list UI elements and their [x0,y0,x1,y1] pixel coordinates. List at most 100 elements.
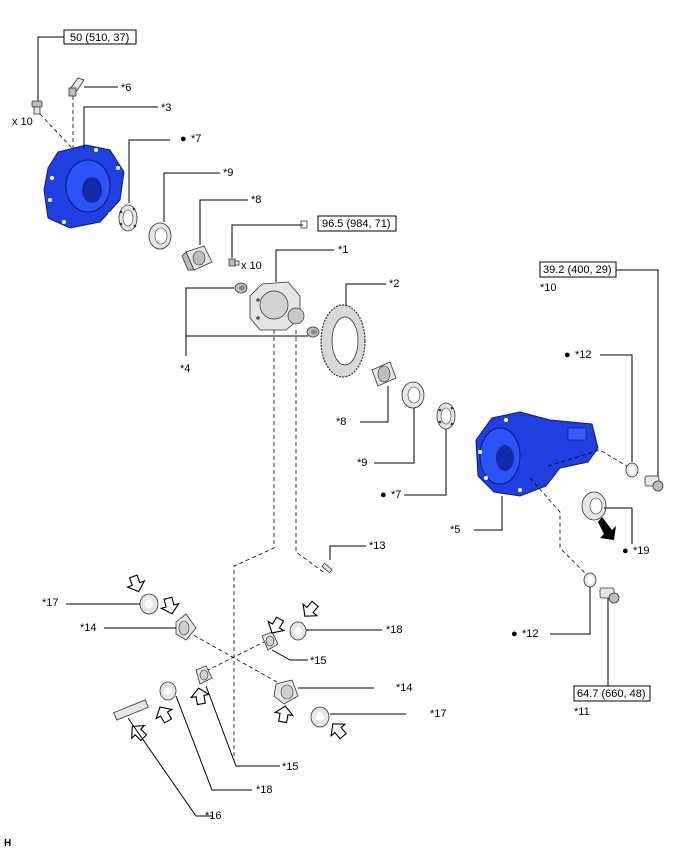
oil-seal-upper-icon [118,204,138,232]
leader-18-lower [175,695,252,791]
torque-box-icon [300,220,308,229]
taper-bearing-lower-icon [371,361,397,387]
callout-7-lower: *7 [391,489,401,501]
callout-2: *2 [389,278,399,290]
bullet-7-upper: ● [180,133,187,145]
callout-18-lower: *18 [256,784,273,796]
gasket-lower-icon [583,572,597,588]
case-plug-left-icon [234,282,248,294]
gasket-upper-icon [625,462,639,478]
callout-8-lower: *8 [336,416,346,428]
callout-17-lower: *17 [430,708,447,720]
leader-2 [345,283,386,306]
apply-grease-arrow-icon [155,706,174,724]
torque-box-lower-plug [573,685,651,702]
ring-bolt-quantity-label: x 10 [241,260,262,272]
dash-carrier-lower-plug [529,477,591,579]
plug-upper-icon [644,475,664,492]
callout-15-upper: *15 [310,655,327,667]
pinion-washer-upper-icon [289,621,307,641]
callout-19: *19 [633,545,650,557]
pinion-shaft-icon [113,699,149,721]
plug-lower-icon [599,587,620,604]
leader-12-upper [600,354,633,462]
illustration-code: H [4,838,11,849]
leader-torque-cover-bolt [37,36,64,102]
apply-grease-arrow-icon [302,600,319,617]
bullet-19: ● [622,545,629,557]
apply-grease-arrow-icon [159,596,180,615]
leader-15-upper [271,649,308,661]
apply-grease-arrow-icon [125,574,146,593]
leader-7-upper [128,139,170,203]
dash-carrier-upper-plug [547,449,631,469]
callout-18-upper: *18 [386,624,403,636]
thrust-washer-lower-icon [310,706,330,728]
bearing-race-upper-icon [148,222,172,250]
callout-4: *4 [180,363,190,375]
dash-case-to-pin [295,330,327,575]
callout-10: *10 [540,282,557,294]
case-plug-right-icon [306,326,320,338]
bearing-race-lower-icon [401,381,425,409]
callout-17-upper: *17 [42,597,59,609]
callout-3: *3 [161,102,171,114]
callout-9-lower: *9 [357,457,367,469]
torque-value-cover-bolt: 50 (510, 37) [70,32,129,44]
pinion-gear-upper-icon [261,631,279,651]
callout-8-upper: *8 [251,194,261,206]
bullet-12-lower: ● [511,628,518,640]
carrier-cover-icon [43,144,125,229]
leader-torque-ring-bolt [231,224,303,258]
leader-5 [474,496,503,531]
differential-case-icon [249,281,305,331]
callout-11: *11 [574,706,590,718]
leader-4 [185,287,308,337]
leader-13 [329,545,366,560]
side-oil-seal-icon [581,491,607,521]
torque-value-upper-plug: 39.2 (400, 29) [543,264,612,276]
leader-3 [83,106,158,148]
callout-15-lower: *15 [282,761,299,773]
breather-plug-icon [68,77,85,97]
bolt-quantity-label: x 10 [12,116,33,128]
side-gear-lower-icon [273,679,299,705]
taper-bearing-upper-icon [181,245,213,271]
torque-value-ring-bolt: 96.5 (984, 71) [322,218,391,230]
leader-torque-upper-plug [616,269,659,476]
leader-15-lower [205,685,280,767]
leader-12-lower [550,587,591,635]
leader-7-lower [404,429,447,496]
oil-seal-lower-icon [436,402,456,430]
callout-7-upper: *7 [191,133,201,145]
leader-8-upper [199,199,248,245]
callout-12-upper: *12 [575,349,592,361]
pinion-shaft-pin-icon [321,562,333,574]
apply-grease-arrow-icon [330,723,347,740]
torque-box-ring-bolt [317,215,397,232]
side-gear-upper-icon [175,613,197,641]
callout-14-lower: *14 [396,682,413,694]
press-direction-arrow-icon [598,517,616,540]
pinion-washer-lower-icon [159,681,177,701]
differential-carrier-icon [475,411,599,497]
callout-9-upper: *9 [223,167,233,179]
callout-16: *16 [205,810,222,822]
bullet-12-upper: ● [564,349,571,361]
dash-pinion-axis [199,639,269,675]
leader-1 [275,249,334,282]
dash-side-gear-axis [187,631,285,687]
apply-grease-arrow-icon [267,616,286,634]
leader-19 [604,507,633,544]
torque-value-lower-plug: 64.7 (660, 48) [577,688,646,700]
ring-gear-icon [320,304,366,378]
callout-14-upper: *14 [80,622,97,634]
callout-1: *1 [338,244,348,256]
callout-12-lower: *12 [522,628,539,640]
ring-gear-bolt-icon [228,258,240,267]
leader-8-lower [360,386,389,423]
apply-grease-arrow-icon [189,687,211,706]
callout-6: *6 [121,82,131,94]
